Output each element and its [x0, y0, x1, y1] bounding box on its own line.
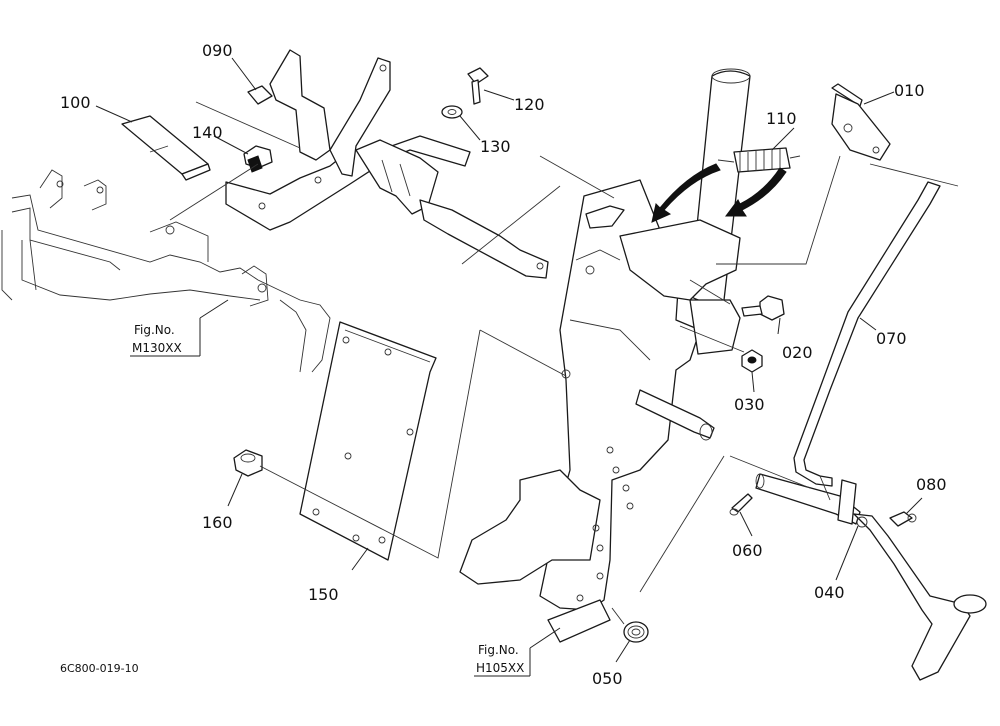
part-150-cover: [299, 321, 437, 561]
part-060-clip: [729, 493, 753, 516]
part-110-spring: [717, 147, 801, 173]
figure-reference-h105: Fig.No. H105XX: [474, 643, 531, 677]
callout-160: 160: [202, 513, 233, 532]
frame-context: [1, 169, 331, 373]
callout-060: 060: [732, 541, 763, 560]
assembly-arrows: [651, 163, 787, 223]
ref-h105-label: Fig.No.: [478, 643, 519, 657]
callout-020: 020: [782, 343, 813, 362]
ref-m130-label: Fig.No.: [134, 323, 175, 337]
ref-m130-code: M130XX: [132, 341, 182, 355]
part-020-bolt: [741, 295, 785, 321]
callout-050: 050: [592, 669, 623, 688]
callout-070: 070: [876, 329, 907, 348]
part-070-rod: [793, 181, 941, 487]
part-090-bracket: [225, 49, 549, 279]
callout-150: 150: [308, 585, 339, 604]
callout-040: 040: [814, 583, 845, 602]
part-130-washer: [441, 105, 463, 119]
leader-lines: [95, 57, 923, 663]
part-100-pad: [121, 115, 211, 181]
ref-h105-code: H105XX: [476, 661, 524, 675]
callout-030: 030: [734, 395, 765, 414]
drawing-code: 6C800-019-10: [60, 662, 139, 675]
part-120-bolt: [467, 67, 489, 105]
part-010-plate: [831, 83, 891, 161]
callout-010: 010: [894, 81, 925, 100]
part-160-nut: [233, 449, 263, 477]
callout-080: 080: [916, 475, 947, 494]
callout-100: 100: [60, 93, 91, 112]
part-030-nut: [741, 349, 763, 373]
callout-130: 130: [480, 137, 511, 156]
part-140-pin: [243, 145, 273, 173]
callout-labels: 010 020 030 040 050 060 070 080 090 100 …: [60, 41, 947, 688]
assembly-reference-lines: [149, 101, 959, 593]
part-050-spring: [611, 607, 649, 643]
callout-120: 120: [514, 95, 545, 114]
figure-reference-m130: Fig.No. M130XX: [130, 318, 201, 357]
callout-090: 090: [202, 41, 233, 60]
part-080-pin: [889, 511, 917, 527]
part-040-pedal: [755, 473, 987, 681]
steering-column-assembly: [459, 68, 751, 643]
callout-110: 110: [766, 109, 797, 128]
callout-140: 140: [192, 123, 223, 142]
